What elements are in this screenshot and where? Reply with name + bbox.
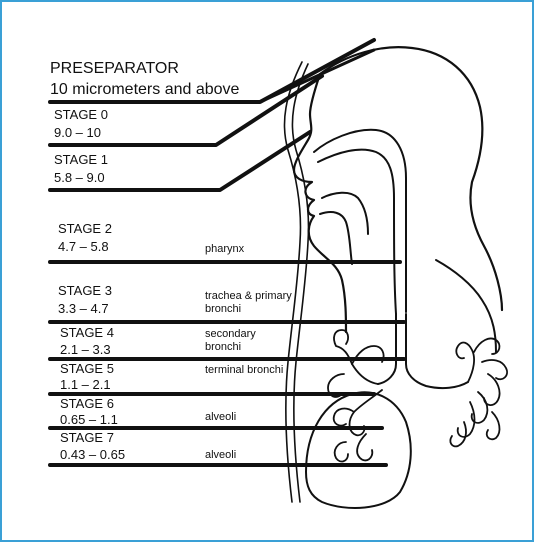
stage-5-name: STAGE 5 [60, 362, 114, 376]
stage-7-name: STAGE 7 [60, 431, 114, 445]
preseparator-range: 10 micrometers and above [50, 81, 239, 99]
stage-2-range: 4.7 – 5.8 [58, 240, 109, 254]
stage-7-region: alveoli [205, 449, 236, 462]
stage-6-name: STAGE 6 [60, 397, 114, 411]
stage-4-name: STAGE 4 [60, 326, 114, 340]
stage-5-region: terminal bronchi [205, 364, 285, 377]
stage-2-region: pharynx [205, 243, 244, 256]
stage-3-range: 3.3 – 4.7 [58, 302, 109, 316]
stage-4-region: secondary bronchi [205, 328, 285, 354]
stage-2-name: STAGE 2 [58, 222, 112, 236]
diaphragm [306, 392, 411, 508]
stage-6-region: alveoli [205, 411, 236, 424]
head-outline [320, 47, 502, 310]
stage-0-name: STAGE 0 [54, 108, 108, 122]
preseparator-title: PRESEPARATOR [50, 60, 179, 78]
stage-4-range: 2.1 – 3.3 [60, 343, 111, 357]
stage-3-name: STAGE 3 [58, 284, 112, 298]
stage-6-range: 0.65 – 1.1 [60, 413, 118, 427]
oral-cavity [322, 193, 368, 234]
stage-5-range: 1.1 – 2.1 [60, 378, 111, 392]
stage-0-range: 9.0 – 10 [54, 126, 101, 140]
right-bronchial-tree [450, 339, 507, 447]
stage-1-name: STAGE 1 [54, 153, 108, 167]
stage-3-region: trachea & primary bronchi [205, 290, 317, 316]
stage-7-range: 0.43 – 0.65 [60, 448, 125, 462]
stage-1-range: 5.8 – 9.0 [54, 171, 105, 185]
